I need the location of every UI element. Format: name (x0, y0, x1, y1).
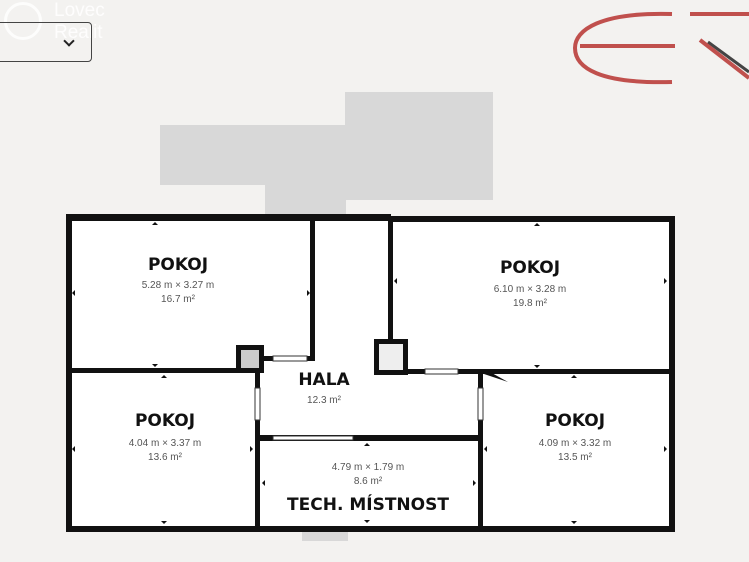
room-tech-mistnost: 4.79 m × 1.79 m 8.6 m² TECH. MÍSTNOST (287, 462, 449, 515)
room-dimensions: 5.28 m × 3.27 m (142, 280, 215, 291)
room-hala: HALA 12.3 m² (298, 370, 350, 406)
exterior-blocks (160, 92, 493, 541)
room-dimensions: 4.04 m × 3.37 m (129, 438, 202, 449)
room-area: 12.3 m² (307, 395, 342, 406)
room-dimensions: 6.10 m × 3.28 m (494, 284, 567, 295)
dimension-markers (72, 222, 667, 524)
room-area: 8.6 m² (354, 476, 383, 487)
room-dimensions: 4.09 m × 3.32 m (539, 438, 612, 449)
chimney (379, 344, 403, 370)
room-name: POKOJ (148, 255, 208, 275)
doors (254, 355, 484, 441)
room-name: POKOJ (135, 411, 195, 431)
watermark-logo-icon (4, 2, 42, 40)
room-pokoj-bottom-right: POKOJ 4.09 m × 3.32 m 13.5 m² (539, 411, 612, 463)
room-area: 19.8 m² (513, 298, 548, 309)
room-area: 13.6 m² (148, 452, 183, 463)
room-name: TECH. MÍSTNOST (287, 493, 449, 515)
room-dimensions: 4.79 m × 1.79 m (332, 462, 405, 473)
room-pokoj-top-left: POKOJ 5.28 m × 3.27 m 16.7 m² (142, 255, 215, 305)
watermark-line1: Lovec (54, 0, 105, 21)
room-name: POKOJ (545, 411, 605, 431)
room-name: POKOJ (500, 258, 560, 278)
room-pokoj-top-right: POKOJ 6.10 m × 3.28 m 19.8 m² (494, 258, 567, 309)
room-name: HALA (298, 370, 350, 390)
watermark-line2: Realit (54, 22, 103, 43)
room-pokoj-bottom-left: POKOJ 4.04 m × 3.37 m 13.6 m² (129, 411, 202, 463)
room-area: 13.5 m² (558, 452, 593, 463)
chimney (241, 350, 259, 368)
er-logo (572, 11, 749, 85)
room-area: 16.7 m² (161, 294, 196, 305)
chevron-down-icon (63, 35, 75, 47)
floor-select[interactable] (0, 22, 92, 62)
